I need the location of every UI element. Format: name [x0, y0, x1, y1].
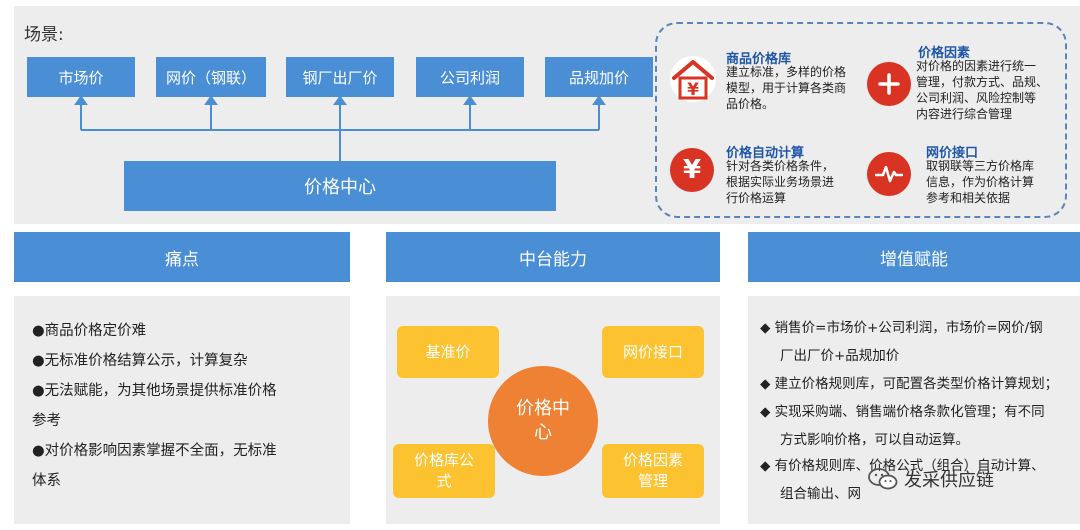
value-item: ◆ 销售价=市场价+公司利润，市场价=网价/钢厂出厂价+品规加价: [760, 320, 1043, 364]
scene-spec-markup: 品规加价: [545, 57, 653, 97]
feature-title-product-price-lib: 商品价格库: [726, 52, 792, 67]
pain-points-panel: [14, 296, 350, 524]
yuan-roof-icon: ¥: [670, 56, 716, 102]
wechat-icon: [868, 468, 898, 490]
section-header-capability: 中台能力: [386, 232, 720, 282]
section-header-pain-points: 痛点: [14, 232, 350, 282]
feature-desc-auto-calc: 针对各类价格条件，根据实际业务场景进行价格运算: [726, 159, 835, 205]
capability-box-base-price: 基准价: [397, 326, 499, 378]
price-center-bar: 价格中心: [124, 161, 556, 211]
scene-company-profit: 公司利润: [416, 57, 524, 97]
capability-box-factor-management: 价格因素管理: [602, 444, 704, 498]
scene-mill-price: 钢厂出厂价: [286, 57, 394, 97]
capability-box-price-formula: 价格库公式: [393, 444, 495, 498]
feature-desc-product-price-lib: 建立标准，多样的价格模型，用于计算各类商品价格。: [726, 65, 847, 111]
value-item: ◆ 有价格规则库、价格公式（组合）自动计算、组合输出、网: [760, 458, 1045, 502]
pain-item: ●无标准价格结算公示，计算复杂: [32, 353, 248, 369]
feature-desc-price-factors: 对价格的因素进行统一管理，付款方式、品规、公司利润、风险控制等内容进行综合管理: [916, 59, 1049, 121]
scenario-label: 场景:: [24, 25, 64, 45]
watermark-text: 发采供应链: [904, 470, 994, 491]
plus-icon: [867, 62, 911, 106]
scene-steel-net-price: 网价（钢联）: [156, 57, 266, 97]
feature-title-price-factors: 价格因素: [918, 46, 971, 61]
price-center-circle: 价格中心: [488, 366, 598, 476]
yen-icon: ¥: [670, 148, 714, 192]
capability-box-net-price-api: 网价接口: [602, 326, 704, 378]
pain-item: ●无法赋能，为其他场景提供标准价格参考: [32, 383, 277, 429]
feature-title-auto-calc: 价格自动计算: [726, 146, 805, 161]
pain-item: ●对价格影响因素掌握不全面，无标准体系: [32, 443, 277, 489]
feature-panel: [655, 22, 1067, 218]
value-item: ◆ 实现采购端、销售端价格条款化管理；有不同方式影响价格，可以自动运算。: [760, 404, 1045, 448]
section-header-value: 增值赋能: [748, 232, 1080, 282]
value-panel: [748, 296, 1080, 524]
svg-text:¥: ¥: [687, 80, 699, 100]
feature-desc-net-price-api: 取钢联等三方价格库信息，作为价格计算参考和相关依据: [926, 159, 1035, 205]
watermark: 发采供应链: [868, 466, 994, 492]
feature-title-net-price-api: 网价接口: [926, 146, 979, 161]
pain-item: ●商品价格定价难: [32, 323, 147, 339]
scene-market-price: 市场价: [27, 57, 135, 97]
pulse-icon: [867, 152, 911, 196]
value-item: ◆ 建立价格规则库，可配置各类型价格计算规划；: [760, 376, 1059, 392]
